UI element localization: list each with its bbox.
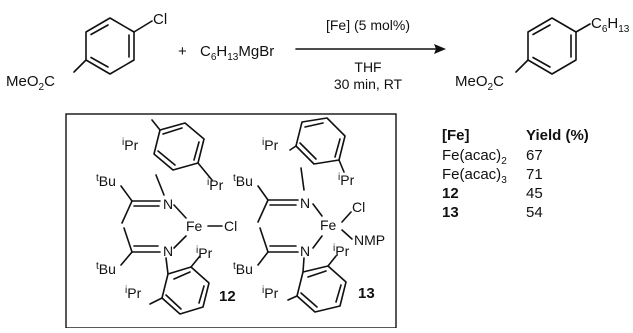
complex-12-bonds	[120, 119, 223, 315]
c13-fe: Fe	[320, 217, 337, 233]
complex-12: iPr iPr tBu N Fe Cl N iPr tBu iPr 12	[96, 119, 237, 315]
ester-label-reactant: MeO2C	[6, 73, 55, 93]
c12-tbu-lower: tBu	[96, 261, 116, 277]
c12-ipr-upper-left: iPr	[122, 137, 139, 153]
time-temperature-condition: 30 min, RT	[334, 76, 403, 92]
c13-tbu-upper: tBu	[233, 173, 253, 189]
ester-label-product: MeO2C	[455, 73, 504, 93]
plus-sign: +	[178, 43, 187, 60]
table-header-catalyst: [Fe]	[442, 127, 470, 144]
table-cell-catalyst: Fe(acac)2	[442, 147, 507, 167]
chloro-label: Cl	[153, 11, 167, 28]
reactant-aryl-chloride: Cl MeO2C	[6, 11, 167, 93]
grignard-reagent: C6H13MgBr	[200, 43, 274, 63]
complex-13-bonds	[257, 117, 353, 313]
c13-nmp: NMP	[354, 232, 385, 248]
c13-n-lower: N	[300, 243, 310, 259]
c13-n-upper: N	[300, 195, 310, 211]
c13-tbu-lower: tBu	[233, 261, 253, 277]
reaction-arrow	[295, 44, 446, 54]
table-cell-yield: 71	[526, 166, 543, 183]
benzene-ring-product	[515, 17, 591, 75]
c13-ipr-upper-right: iPr	[338, 172, 355, 188]
c12-cl: Cl	[224, 218, 237, 234]
c12-fe: Fe	[186, 218, 203, 234]
table-cell-yield: 54	[526, 204, 543, 221]
table-header-yield: Yield (%)	[526, 127, 589, 144]
table-cell-catalyst: Fe(acac)3	[442, 166, 507, 186]
c12-n-upper: N	[163, 196, 173, 212]
c13-ipr-lower-right: iPr	[333, 243, 350, 259]
c13-ipr-lower-left: iPr	[262, 285, 279, 301]
c12-ipr-upper-right: iPr	[207, 177, 224, 193]
yield-table: [Fe] Yield (%) Fe(acac)2 67 Fe(acac)3 71…	[442, 127, 589, 221]
c12-tbu-upper: tBu	[96, 173, 116, 189]
benzene-ring-reactant	[73, 17, 153, 75]
table-cell-catalyst: 13	[442, 204, 459, 221]
table-cell-yield: 45	[526, 185, 543, 202]
complex-12-number: 12	[219, 288, 236, 305]
catalyst-condition: [Fe] (5 mol%)	[326, 17, 410, 33]
table-cell-yield: 67	[526, 147, 543, 164]
table-cell-catalyst: 12	[442, 185, 459, 202]
product-molecule: C6H13 MeO2C	[455, 15, 630, 93]
complex-13-number: 13	[358, 285, 375, 302]
complex-13: iPr iPr tBu N Fe Cl NMP N iPr tBu iPr 13	[233, 117, 385, 313]
c12-n-lower: N	[163, 243, 173, 259]
c13-ipr-upper-left: iPr	[262, 137, 279, 153]
c13-cl: Cl	[352, 199, 365, 215]
c12-ipr-lower-left: iPr	[125, 285, 142, 301]
solvent-condition: THF	[354, 59, 381, 75]
c12-ipr-lower-right: iPr	[196, 245, 213, 261]
hexyl-label: C6H13	[591, 15, 630, 35]
